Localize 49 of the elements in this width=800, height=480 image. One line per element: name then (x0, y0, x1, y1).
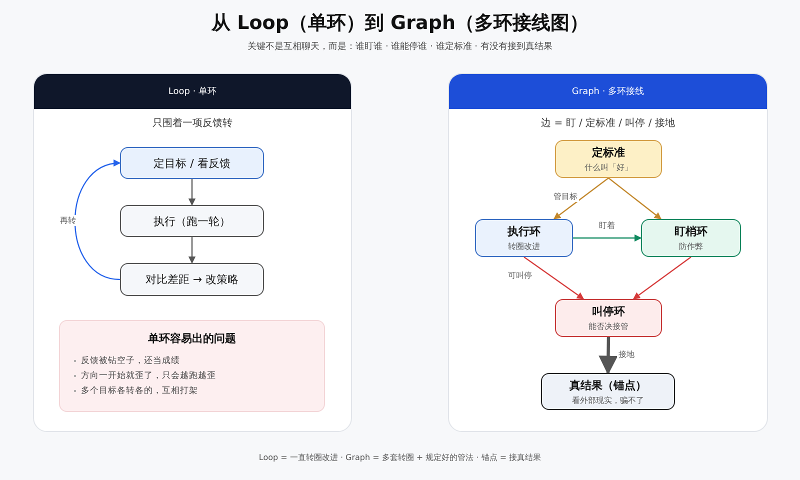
step-box (120, 205, 264, 237)
box-label: 对比差距 → 改策略 (145, 272, 239, 287)
footer-note: Loop = 一直转圈改进 · Graph = 多套转圈 + 规定好的管法 · 锚点 = 接真结果 (258, 452, 542, 463)
box-subtitle: 能否决接管 (588, 321, 628, 332)
subtitle: 关键不是互相聊天，而是：谁盯谁 · 谁能停谁 · 谁定标准 · 有没有接到真结果 (246, 40, 554, 53)
bullet-item: 反馈被钻空子，还当成绩 (81, 355, 180, 367)
process-box (555, 140, 662, 178)
edge-label: 盯着 (597, 220, 617, 231)
box-subtitle: 防作弊 (679, 241, 703, 252)
arrow (188, 179, 196, 206)
panel-header: Loop · 单环 (34, 74, 351, 109)
edge-label: 可叫停 (506, 270, 534, 281)
box-label: 定目标 / 看反馈 (154, 156, 230, 170)
step-box (120, 263, 264, 296)
box-label: 执行（跑一轮） (154, 214, 230, 228)
panel-subtitle: 只围着一项反馈转 (152, 116, 234, 130)
arrow (553, 178, 609, 220)
box-title: 盯梢环 (674, 224, 708, 239)
box-title: 定标准 (592, 145, 625, 160)
arrow (598, 336, 618, 375)
edge-label: 再转 (58, 215, 78, 226)
process-box (555, 299, 662, 337)
arrow (608, 178, 662, 220)
panel-card (448, 73, 768, 432)
arrow (74, 160, 121, 280)
step-box (120, 147, 264, 179)
panel-subtitle: 边 = 盯 / 定标准 / 叫停 / 接地 (540, 116, 676, 130)
arrow (524, 256, 584, 300)
bullet-item: 多个目标各转各的，互相打架 (81, 385, 198, 397)
arrow (188, 237, 196, 264)
note-card (59, 320, 325, 412)
box-subtitle: 转圈改进 (508, 241, 540, 252)
box-title: 叫停环 (592, 304, 625, 319)
box-subtitle: 什么叫「好」 (584, 162, 632, 173)
arrow (573, 234, 642, 242)
panel-card (33, 73, 352, 432)
edge-label: 管目标 (551, 190, 580, 202)
process-box (475, 219, 573, 257)
box-title: 真结果（锚点） (570, 378, 646, 392)
process-box (541, 373, 675, 410)
edge-label: 接地 (616, 349, 636, 360)
panel-header: Graph · 多环接线 (449, 74, 767, 109)
note-heading: 单环容易出的问题 (147, 331, 237, 346)
title: 从 Loop（单环）到 Graph（多环接线图） (210, 11, 590, 36)
box-title: 执行环 (508, 224, 540, 239)
bullet-item: 方向一开始就歪了，只会越跑越歪 (81, 370, 216, 382)
process-box (641, 219, 741, 257)
box-subtitle: 看外部现实，骗不了 (572, 394, 644, 406)
arrow (632, 256, 692, 300)
